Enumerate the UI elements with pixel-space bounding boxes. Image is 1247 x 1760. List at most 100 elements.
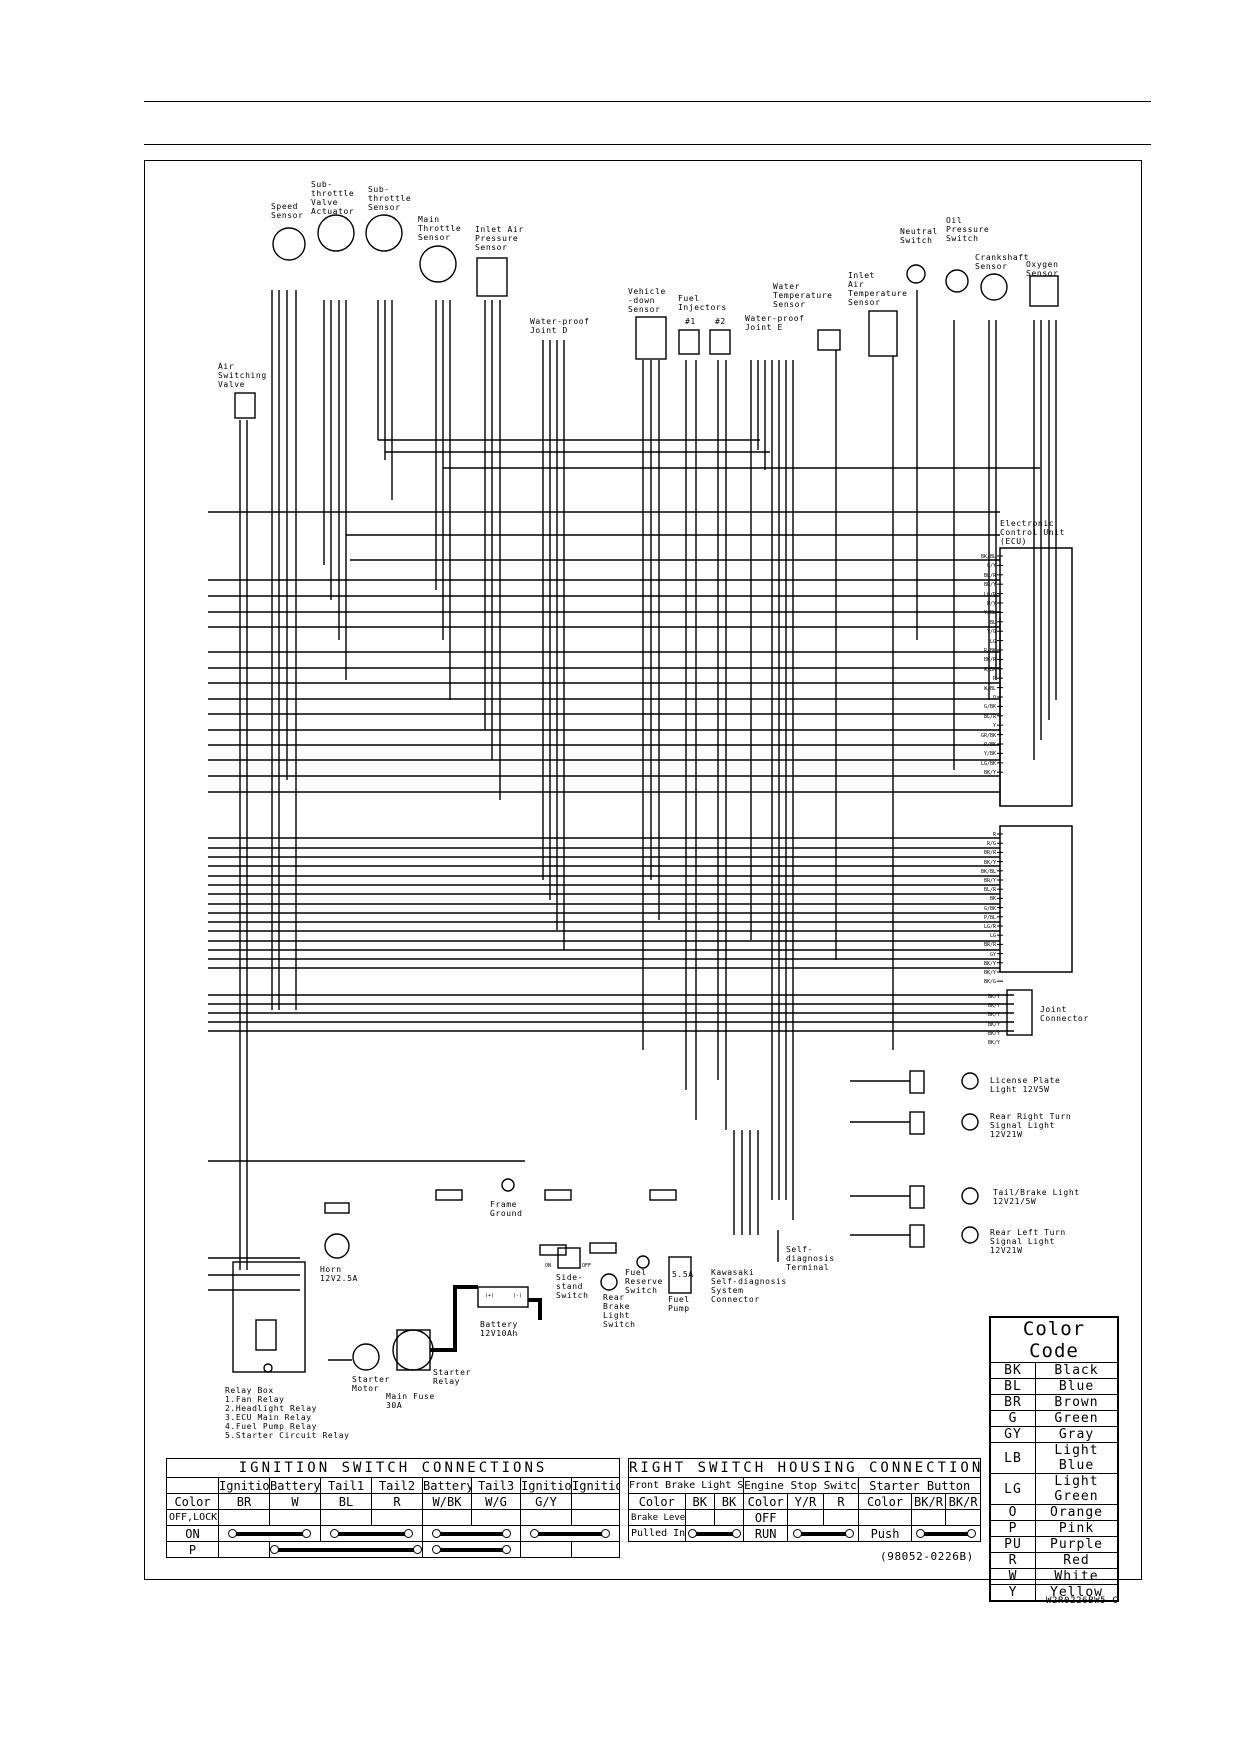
connection-bar: [431, 1545, 512, 1554]
connection-bar: [529, 1529, 610, 1538]
color-cell: BL: [320, 1493, 372, 1510]
neutral-switch-label: Neutral Switch: [900, 227, 938, 245]
horn-connector: [324, 1202, 350, 1214]
pin-label: W/BL: [983, 685, 996, 692]
vehicle-down-sensor: [635, 316, 667, 360]
header-rule-bottom: [144, 144, 1151, 145]
pin-label: BR/R: [983, 942, 996, 949]
joint-connector: [1006, 989, 1033, 1036]
pin-label: GR/BK: [980, 732, 996, 739]
oil-pressure-switch: [945, 269, 969, 293]
self-diagnosis-terminal-label: Self- diagnosis Terminal: [786, 1245, 835, 1272]
pin-label: BK/Y: [983, 970, 996, 976]
ignition-color-row: Color BR W BL R W/BK W/G G/Y: [166, 1493, 621, 1510]
color-abbr: PU: [989, 1536, 1036, 1553]
pin-label: LG/R: [983, 924, 996, 930]
group-header: Engine Stop Switch: [743, 1477, 860, 1494]
part-number: (98052-0226B): [880, 1550, 974, 1563]
group-header: Front Brake Light Switch: [627, 1477, 745, 1494]
group-header: Starter Button: [858, 1477, 981, 1494]
pin-label: BK/BL: [980, 868, 996, 875]
side-stand-switch: [557, 1247, 581, 1269]
color-abbr: LB: [989, 1442, 1036, 1474]
color-code-title: Color Code: [989, 1316, 1119, 1363]
color-cell: R: [822, 1493, 860, 1510]
starter-relay-label: Starter Relay: [433, 1368, 471, 1386]
pin-label: BK/Y: [983, 770, 996, 777]
color-cell: W: [269, 1493, 321, 1510]
ecu-connector-upper: [999, 547, 1073, 807]
color-cell: W/BK: [422, 1493, 472, 1510]
relay-box-label: Relay Box 1.Fan Relay 2.Headlight Relay …: [225, 1386, 350, 1440]
right-switch-housing-table: RIGHT SWITCH HOUSING CONNECTIONS Front B…: [627, 1458, 982, 1542]
color-abbr: P: [989, 1520, 1036, 1537]
connection-bar: [688, 1529, 741, 1538]
connection-bar: [431, 1529, 512, 1538]
frame-ground-label: Frame Ground: [490, 1200, 523, 1218]
color-abbr: R: [989, 1552, 1036, 1569]
light-connector: [909, 1111, 925, 1135]
pin-label: BK: [989, 896, 996, 903]
side-stand-on-label: ON: [545, 1263, 552, 1269]
main-fuse-label: Main Fuse 30A: [386, 1392, 435, 1410]
bulb: [961, 1187, 979, 1205]
header-cell: Tail1: [320, 1477, 372, 1494]
pin-label: GY: [989, 951, 996, 958]
connection-bar: [270, 1545, 422, 1554]
connector: [544, 1189, 572, 1201]
inlet-air-pressure-sensor-label: Inlet Air Pressure Sensor: [475, 225, 524, 252]
light-connector: [909, 1224, 925, 1248]
crankshaft-sensor: [980, 273, 1008, 301]
connector: [539, 1244, 567, 1256]
starter-motor-label: Starter Motor: [352, 1375, 390, 1393]
rear-brake-light-switch-label: Rear Brake Light Switch: [603, 1293, 636, 1329]
pin-label: BK/Y: [987, 1040, 1000, 1046]
sub-throttle-sensor: [365, 214, 403, 252]
air-switching-valve: [234, 392, 256, 419]
color-name: Light Green: [1035, 1473, 1119, 1505]
color-cell: Color: [166, 1493, 219, 1510]
right-switch-color-row: Color BK BK Color Y/R R Color BK/R BK/R: [628, 1493, 981, 1510]
light-connector: [909, 1185, 925, 1209]
color-cell: R: [371, 1493, 423, 1510]
pin-label: G/BK: [983, 704, 996, 711]
tail-brake-light-label: Tail/Brake Light 12V21/5W: [993, 1188, 1080, 1206]
ignition-row-on: ON: [166, 1525, 621, 1542]
color-abbr: G: [989, 1410, 1036, 1427]
pin-label: O: [992, 695, 996, 701]
pin-label: BK/Y: [987, 1003, 1000, 1010]
header-cell: Ignition: [520, 1477, 572, 1494]
right-switch-row-2: Pulled In RUN Push: [628, 1525, 982, 1542]
speed-sensor-label: Speed Sensor: [271, 202, 304, 220]
connection-bar: [228, 1529, 311, 1538]
water-temperature-sensor: [817, 329, 841, 351]
sub-throttle-actuator: [317, 214, 355, 252]
neutral-switch: [906, 264, 926, 284]
connector: [589, 1242, 617, 1254]
color-abbr: Y: [989, 1584, 1036, 1602]
color-abbr: BK: [989, 1362, 1036, 1379]
battery-cable: [528, 1298, 542, 1320]
battery-plus-label: (+): [485, 1293, 495, 1299]
battery-cable: [430, 1285, 478, 1352]
color-cell: W/G: [471, 1493, 521, 1510]
battery-minus-label: (-): [513, 1293, 523, 1299]
joint-connector-label: Joint Connector: [1040, 1005, 1089, 1023]
air-switching-valve-label: Air Switching Valve: [218, 362, 267, 389]
pin-label: BK/G: [983, 979, 996, 986]
inlet-air-temperature-sensor-label: Inlet Air Temperature Sensor: [848, 271, 908, 307]
ignition-row-p: P: [166, 1541, 621, 1558]
pin-label: BK/Y: [987, 1021, 1000, 1028]
color-cell: Color: [743, 1493, 789, 1510]
ignition-row-off-lock: OFF,LOCK: [166, 1509, 621, 1526]
pin-label: G/Y: [986, 563, 996, 570]
